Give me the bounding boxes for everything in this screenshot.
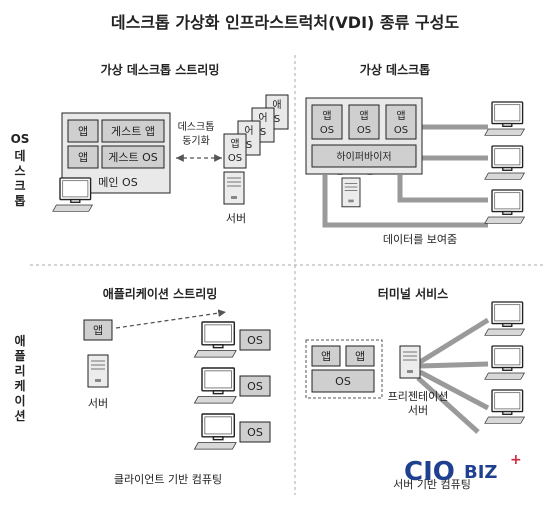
q1-title: 가상 데스크톱 스트리밍 <box>101 62 220 77</box>
ts-client-1 <box>484 301 526 336</box>
app-label: 앱 <box>78 125 88 138</box>
wire-to-client-4 <box>322 175 488 228</box>
svg-text:어: 어 <box>258 112 267 124</box>
q3-caption: 클라이언트 기반 컴퓨팅 <box>114 473 222 486</box>
svg-text:OS: OS <box>247 334 263 347</box>
server-label: 서버 <box>226 212 246 225</box>
ts-wire-3 <box>418 369 490 411</box>
os-box-1 <box>239 329 271 351</box>
svg-text:크: 크 <box>14 179 25 193</box>
app-label-q3: 앱 <box>93 324 103 337</box>
remote-session-box <box>305 339 383 399</box>
quadrant-terminal-service: 터미널 서비스 앱 앱 OS 프리젠테이션 서버 서버 기반 컴퓨팅 <box>305 286 526 491</box>
q4-app-label-2: 앱 <box>355 350 365 363</box>
client-pc-icon <box>52 177 94 212</box>
app-label-2: 앱 <box>78 151 88 164</box>
app-box <box>83 319 113 341</box>
svg-text:션: 션 <box>14 408 25 423</box>
q3-server-label: 서버 <box>88 397 108 410</box>
svg-text:데: 데 <box>14 149 25 163</box>
row-label-application: 애 플 리 케 이 션 <box>14 333 25 423</box>
logo-plus-icon: + <box>510 452 522 468</box>
svg-text:S: S <box>246 140 252 151</box>
svg-text:이: 이 <box>14 393 25 408</box>
row-label-os-desktop: OS 데 스 크 톱 <box>11 132 30 208</box>
stream-arrow <box>115 309 227 329</box>
vm-3: 앱 OS <box>385 104 417 140</box>
guest-app-label: 게스트 앱 <box>111 125 155 138</box>
stream-card-1: 앱 OS <box>223 133 247 169</box>
app-server-icon <box>87 354 109 388</box>
svg-text:OS: OS <box>357 125 371 136</box>
q4-title: 터미널 서비스 <box>378 286 448 301</box>
svg-text:리: 리 <box>14 363 25 378</box>
hypervisor-label: 하이퍼바이저 <box>336 150 391 163</box>
svg-text:톱: 톱 <box>14 193 25 208</box>
wire-to-client-3 <box>397 175 488 203</box>
svg-text:애: 애 <box>272 99 281 111</box>
q3-title: 애플리케이션 스트리밍 <box>103 286 218 301</box>
ciobiz-logo: CIO BIZ + <box>404 452 522 487</box>
svg-text:스: 스 <box>14 164 25 178</box>
server-tower-icon <box>223 171 245 205</box>
q4-os-label: OS <box>335 375 351 388</box>
sync-label-line1: 데스크톱 <box>178 121 215 133</box>
q4-app-label-1: 앱 <box>321 350 331 363</box>
presentation-server-line2: 서버 <box>408 404 428 417</box>
svg-text:앱: 앱 <box>359 110 368 122</box>
svg-text:앱: 앱 <box>322 110 331 122</box>
ts-wire-1 <box>418 317 490 365</box>
q4-caption: 서버 기반 컴퓨팅 <box>393 478 471 491</box>
svg-text:플: 플 <box>14 348 25 363</box>
client-monitor-1 <box>484 101 526 136</box>
svg-text:S: S <box>274 114 280 125</box>
sync-label-line2: 동기화 <box>182 135 210 147</box>
svg-text:케: 케 <box>14 379 25 393</box>
ts-wire-2 <box>419 361 489 369</box>
logo-biz: BIZ <box>464 462 497 483</box>
presentation-server-line1: 프리젠테이션 <box>388 390 449 403</box>
vm-1: 앱 OS <box>311 104 343 140</box>
client-monitor-3 <box>484 189 526 224</box>
client-pc-q3-3 <box>193 413 237 450</box>
os-box-2 <box>239 375 271 397</box>
ts-client-3 <box>484 389 526 424</box>
quadrant-application-streaming: 애플리케이션 스트리밍 앱 서버 OS OS OS 클라이언트 기반 컴퓨팅 <box>83 286 271 486</box>
svg-text:S: S <box>260 127 266 138</box>
q2-title: 가상 데스크톱 <box>360 62 430 77</box>
presentation-server-icon <box>399 345 421 379</box>
svg-text:OS: OS <box>228 153 242 164</box>
client-pc-q3-2 <box>193 367 237 404</box>
main-os-label: 메인 OS <box>98 176 137 189</box>
page-title: 데스크톱 가상화 인프라스트럭처(VDI) 종류 구성도 <box>111 13 459 32</box>
svg-text:애: 애 <box>14 333 25 348</box>
svg-text:앱: 앱 <box>396 110 405 122</box>
client-pc-q3-1 <box>193 321 237 358</box>
logo-cio: CIO <box>404 457 455 487</box>
os-box-3 <box>239 421 271 443</box>
svg-text:앱: 앱 <box>230 138 239 150</box>
svg-text:어: 어 <box>244 125 253 137</box>
hypervisor-bar <box>311 144 417 168</box>
guest-os-label: 게스트 OS <box>108 151 158 164</box>
host-server-icon <box>341 177 361 208</box>
svg-text:OS: OS <box>247 380 263 393</box>
svg-text:OS: OS <box>394 125 408 136</box>
q2-caption: 데이터를 보여줌 <box>383 233 457 246</box>
svg-text:OS: OS <box>11 132 30 146</box>
quadrant-virtual-desktop: 가상 데스크톱 앱 OS 앱 OS 앱 OS 하이퍼바이저 데이터를 보여줌 <box>305 62 526 246</box>
vm-2: 앱 OS <box>348 104 380 140</box>
ts-client-2 <box>484 345 526 380</box>
quadrant-desktop-streaming: 가상 데스크톱 스트리밍 앱 게스트 앱 앱 게스트 OS 메인 OS 데스크톱… <box>52 62 289 225</box>
client-monitor-2 <box>484 145 526 180</box>
svg-text:OS: OS <box>247 426 263 439</box>
ts-wire-4 <box>416 376 480 434</box>
svg-text:OS: OS <box>320 125 334 136</box>
